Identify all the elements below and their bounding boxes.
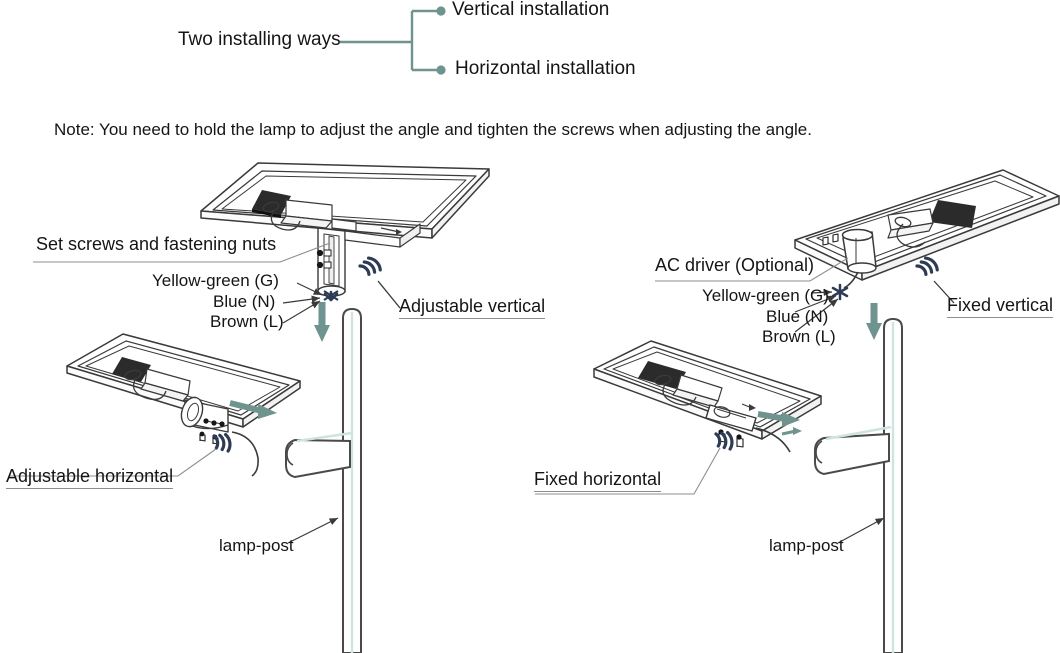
tree-branch-vertical-label: Vertical installation [452,0,610,20]
insert-arrow-left-vertical [314,302,330,342]
label-wire-blue-left: Blue (N) [213,292,276,311]
leader-wires-top-right [794,288,839,333]
pole-arm-left-horizontal [285,431,353,479]
tree-branch-horizontal-label: Horizontal installation [455,58,636,79]
label-wire-brown-left: Brown (L) [210,312,284,331]
label-adjustable-vertical: Adjustable vertical [399,297,546,319]
branch-tree [340,9,438,72]
pole-left-vertical [342,307,362,653]
branch-dot-vertical [436,6,446,16]
leader-adjustable-horizontal [9,448,217,477]
lamp-top-left [200,162,490,297]
leader-fixed-vertical [933,280,955,304]
label-wire-brown-right: Brown (L) [762,327,836,346]
label-lamp-post-left: lamp-post [219,536,294,555]
wire-node-top-right [831,283,849,301]
branch-dot-horizontal [436,65,446,75]
leader-ac-driver [655,257,849,282]
label-wire-yellow-green-right: Yellow-green (G) [702,286,829,305]
motion-arcs-adjustable-vertical [357,254,383,278]
wire-node-top-left [323,290,339,302]
label-wire-blue-right: Blue (N) [766,307,829,326]
insert-arrow-left-horizontal [229,400,277,419]
motion-arcs-fixed-vertical [914,254,940,278]
label-ac-driver: AC driver (Optional) [655,255,815,275]
pole-arm-right-horizontal [814,425,892,476]
pole-right-vertical [883,317,903,653]
label-set-screws: Set screws and fastening nuts [36,234,277,254]
insert-arrow-right-horizontal [757,411,800,427]
lamp-top-right [794,169,1060,289]
label-wire-yellow-green-left: Yellow-green (G) [152,271,279,290]
leader-lamp-post-left [287,517,339,544]
label-adjustable-horizontal: Adjustable horizontal [6,467,174,489]
insert-arrow-right-vertical [866,303,882,340]
leader-wires-top-left [282,282,323,324]
label-fixed-horizontal: Fixed horizontal [534,470,662,492]
lamp-bottom-left [66,333,301,477]
lamp-bottom-right [593,340,822,453]
leader-lamp-post-right [837,517,885,544]
tree-root-label: Two installing ways [178,29,341,50]
leader-fixed-horizontal [535,447,721,495]
label-fixed-vertical: Fixed vertical [947,296,1054,318]
leader-set-screws [33,242,331,263]
label-lamp-post-right: lamp-post [769,536,844,555]
note-text: Note: You need to hold the lamp to adjus… [54,120,812,139]
cable-arrow-right-horizontal [781,427,802,436]
leader-adjustable-vertical [377,280,401,309]
